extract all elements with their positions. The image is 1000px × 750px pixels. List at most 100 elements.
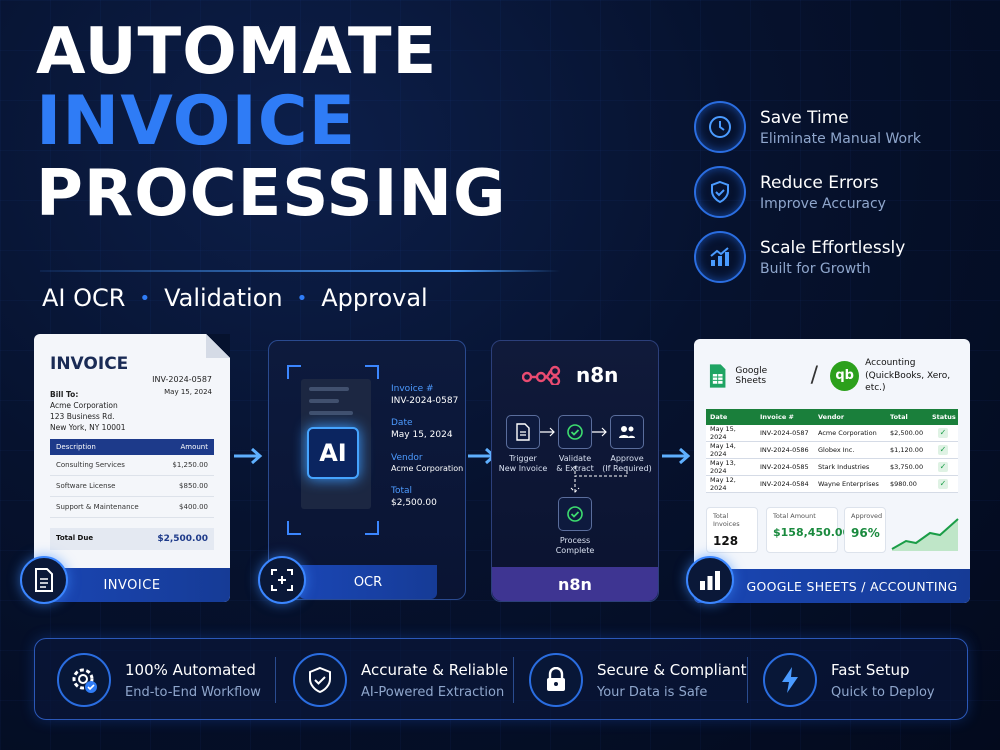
table-row: May 15, 2024 INV-2024-0587 Acme Corporat… [706, 425, 958, 442]
lightning-icon [763, 653, 817, 707]
step-label: Trigger New Invoice [493, 454, 553, 474]
cell-total: $3,750.00 [890, 463, 924, 471]
invoice-table: Description Amount Consulting Services $… [50, 439, 214, 550]
stat-total-invoices: Total Invoices 128 [706, 507, 758, 553]
column-header: Vendor [818, 413, 845, 421]
table-row: May 12, 2024 INV-2024-0584 Wayne Enterpr… [706, 476, 958, 493]
feature-fast-setup: Fast Setup Quick to Deploy [763, 653, 935, 707]
table-row: May 14, 2024 INV-2024-0586 Globex Inc. $… [706, 442, 958, 459]
tagline-separator: • [139, 287, 151, 309]
ocr-card-footer: OCR [299, 565, 437, 599]
title-line-1: AUTOMATE [36, 15, 438, 89]
benefit-scale: Scale Effortlessly Built for Growth [694, 225, 994, 289]
row-description: Software License [56, 482, 116, 490]
stat-approved: Approved 96% [844, 507, 886, 553]
n8n-logo: n8n [522, 363, 618, 387]
benefits-list: Save Time Eliminate Manual Work Reduce E… [694, 95, 994, 290]
extracted-fields: Invoice # INV-2024-0587 Date May 15, 202… [391, 383, 463, 509]
sheets-card: Google Sheets / qb Accounting (QuickBook… [694, 339, 970, 603]
column-header: Description [56, 443, 96, 451]
row-description: Support & Maintenance [56, 503, 139, 511]
column-header: Date [710, 413, 728, 421]
field-label: Total [391, 485, 413, 496]
row-description: Consulting Services [56, 461, 125, 469]
gear-check-icon [57, 653, 111, 707]
stat-value: 96% [851, 526, 880, 540]
feature-title: Secure & Compliant [597, 660, 747, 679]
field-label: Vendor [391, 452, 423, 463]
step-label-text: Trigger New Invoice [498, 454, 548, 473]
benefit-subtitle: Eliminate Manual Work [760, 130, 921, 147]
ocr-scan-frame: AI [287, 365, 379, 535]
cell-date: May 14, 2024 [710, 442, 736, 458]
stat-label: Total Amount [773, 512, 816, 520]
step-label-text: Approve (If Required) [602, 454, 652, 473]
users-icon [610, 415, 644, 449]
total-amount: $2,500.00 [157, 534, 208, 544]
benefit-title: Scale Effortlessly [760, 237, 906, 258]
stat-label: Approved [851, 512, 883, 520]
step-label: Validate & Extract [545, 454, 605, 474]
table-row: Software License $850.00 [50, 476, 214, 497]
footer-label: OCR [353, 574, 383, 590]
cell-date: May 12, 2024 [710, 476, 736, 492]
status-cell: ✓ [928, 475, 958, 493]
feature-subtitle: Quick to Deploy [831, 684, 935, 700]
cell-total: $980.00 [890, 480, 917, 488]
bill-to-line: New York, NY 10001 [50, 422, 126, 432]
accounting-title: Accounting [865, 358, 916, 368]
table-header: Description Amount [50, 439, 214, 455]
invoice-title: INVOICE [50, 354, 129, 374]
divider [513, 657, 514, 703]
table-header: Date Invoice # Vendor Total Status [706, 409, 958, 425]
bill-to: Bill To: Acme Corporation 123 Business R… [50, 390, 126, 434]
n8n-logo-text: n8n [576, 363, 619, 387]
feature-title: Accurate & Reliable [361, 660, 509, 679]
cell-date: May 13, 2024 [710, 459, 736, 475]
footer-label: GOOGLE SHEETS / ACCOUNTING [746, 578, 958, 594]
check-icon: ✓ [938, 445, 948, 455]
bar-chart-icon [686, 556, 734, 604]
feature-automated: 100% Automated End-to-End Workflow [57, 653, 261, 707]
row-amount: $400.00 [179, 503, 208, 511]
clock-icon [694, 101, 746, 153]
feature-secure: Secure & Compliant Your Data is Safe [529, 653, 747, 707]
benefit-title: Reduce Errors [760, 172, 879, 193]
benefit-title: Save Time [760, 107, 849, 128]
cell-vendor: Acme Corporation [818, 429, 877, 437]
column-header: Total [890, 413, 908, 421]
check-icon: ✓ [938, 479, 948, 489]
footer-label: n8n [558, 574, 592, 594]
check-icon [558, 415, 592, 449]
tagline-separator: • [296, 287, 308, 309]
document-icon [506, 415, 540, 449]
status-cell: ✓ [928, 424, 958, 442]
step-label: Approve (If Required) [597, 454, 657, 474]
benefit-subtitle: Improve Accuracy [760, 195, 886, 212]
bill-to-line: 123 Business Rd. [50, 411, 115, 421]
arrow-right-icon [234, 447, 263, 465]
divider [747, 657, 748, 703]
check-icon: ✓ [938, 462, 948, 472]
field-label: Invoice # [391, 384, 434, 394]
cell-total: $2,500.00 [890, 429, 924, 437]
benefit-subtitle: Built for Growth [760, 260, 871, 277]
cell-invoice: INV-2024-0585 [760, 463, 809, 471]
document-icon [20, 556, 68, 604]
table-row: May 13, 2024 INV-2024-0585 Stark Industr… [706, 459, 958, 476]
check-icon [558, 497, 592, 531]
tagline-item: Validation [164, 284, 283, 312]
footer-label: INVOICE [103, 577, 161, 593]
total-label: Total Due [56, 534, 94, 542]
integrations-header: Google Sheets / qb Accounting (QuickBook… [708, 357, 970, 395]
growth-sparkline-icon [891, 518, 959, 551]
feature-subtitle: End-to-End Workflow [125, 684, 261, 700]
separator: / [810, 363, 819, 389]
cell-date: May 15, 2024 [710, 425, 736, 441]
field-value: Acme Corporation [391, 463, 464, 473]
benefit-reduce-errors: Reduce Errors Improve Accuracy [694, 160, 994, 224]
scan-icon [258, 556, 306, 604]
flow-connectors [540, 427, 628, 493]
tagline-item: Approval [321, 284, 428, 312]
field-label: Date [391, 418, 413, 429]
